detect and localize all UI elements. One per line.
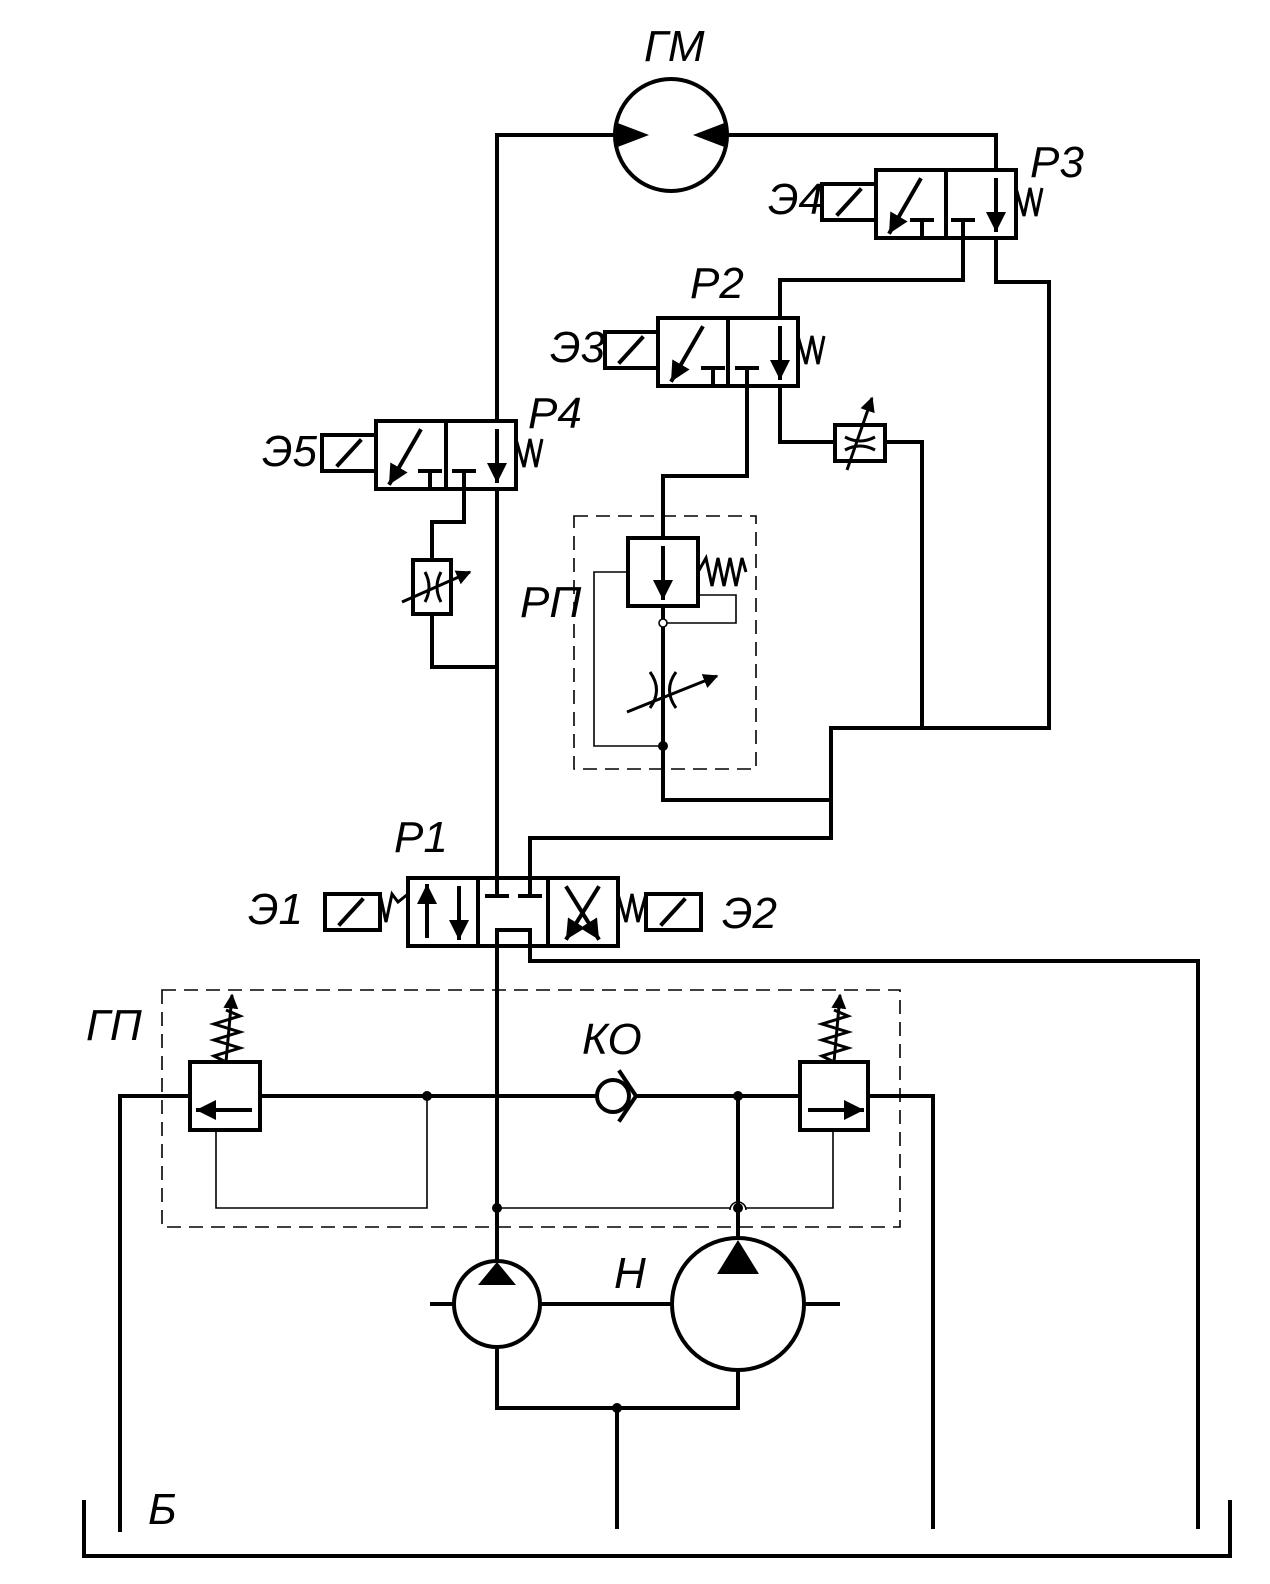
junction-dots xyxy=(422,618,747,1413)
label-e1: Э1 xyxy=(248,885,303,934)
label-e2: Э2 xyxy=(722,889,777,938)
label-r2: Р2 xyxy=(690,259,744,308)
label-r4: Р4 xyxy=(528,389,582,438)
pump-small xyxy=(452,1259,542,1349)
label-e3: Э3 xyxy=(550,323,606,372)
label-e5: Э5 xyxy=(262,427,318,476)
label-b: Б xyxy=(148,1485,177,1534)
tank xyxy=(82,1500,1232,1558)
valve-r3 xyxy=(820,168,1044,240)
valve-r2 xyxy=(603,316,826,388)
label-n: Н xyxy=(614,1249,646,1298)
pump-large xyxy=(670,1236,806,1372)
label-gm: ГМ xyxy=(644,22,705,71)
throttle-r4 xyxy=(401,558,472,616)
labels: ГМ Р3 Э4 Р2 Э3 Р4 Э5 РП Р1 Э1 Э2 ГП КО Н… xyxy=(86,22,1084,1534)
valve-r1 xyxy=(323,876,703,948)
label-r3: Р3 xyxy=(1030,138,1084,187)
valve-r4 xyxy=(320,419,544,491)
relief-block xyxy=(161,989,901,1228)
label-r1: Р1 xyxy=(394,813,448,862)
label-gp: ГП xyxy=(86,1001,142,1050)
hydraulic-motor xyxy=(613,77,729,193)
pilot-lines xyxy=(215,571,834,1209)
label-e4: Э4 xyxy=(768,175,823,224)
throttle-r2 xyxy=(833,396,887,471)
label-rp: РП xyxy=(520,578,581,627)
check-valve xyxy=(595,1069,639,1123)
pressure-reducing-valve xyxy=(573,515,757,770)
label-ko: КО xyxy=(582,1015,642,1064)
